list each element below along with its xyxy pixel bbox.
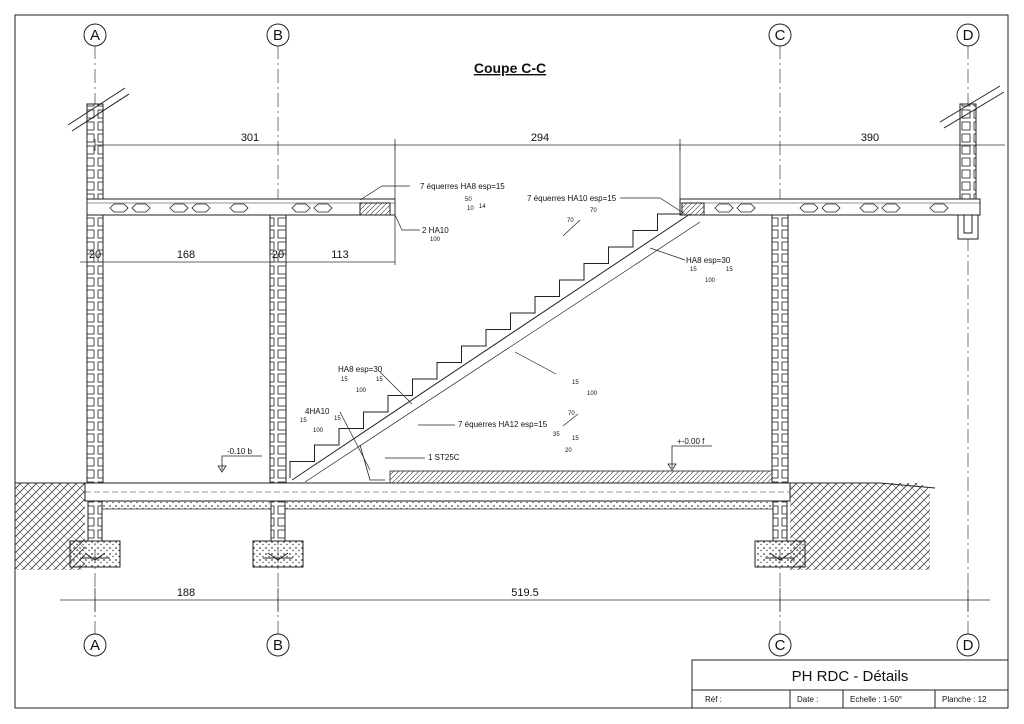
- ann-ha8-top-15a: 15: [690, 267, 697, 273]
- axis-label-top-c: C: [775, 27, 786, 44]
- ground-slab: [84, 470, 791, 510]
- ann-lower-15: 15: [572, 436, 579, 442]
- cartouche-sheet: Planche : 12: [942, 695, 987, 704]
- level-high: +-0.00 f: [677, 437, 705, 446]
- ann-2ha10: 2 HA10: [422, 226, 449, 235]
- ann-4ha10: 4HA10: [305, 407, 330, 416]
- sheet-border: [14, 14, 1009, 709]
- leader-lines: [339, 185, 686, 471]
- ann-4ha10-15a: 15: [300, 418, 307, 424]
- ann-2ha10-100: 100: [430, 237, 441, 243]
- axis-bubbles-bottom: A B C D: [83, 633, 980, 657]
- ann-equerres-ha10-70a: 70: [590, 208, 597, 214]
- cartouche-date: Date :: [797, 695, 818, 704]
- ann-equerres-ha10: 7 équerres HA10 esp=15: [527, 194, 617, 203]
- axis-label-bottom-a: A: [90, 637, 100, 654]
- title-block: [691, 659, 1009, 709]
- ann-ha8-bottom-15a: 15: [341, 377, 348, 383]
- roof-right: [939, 85, 1005, 129]
- floor-slab: [86, 198, 981, 216]
- ann-equerres-ha8-10: 10: [467, 206, 474, 212]
- rebar-annotations: 7 équerres HA8 esp=15 50 10 14 2 HA10 10…: [300, 182, 733, 462]
- dim-20-b: 20: [272, 249, 284, 261]
- ann-ha8-esp30-top: HA8 esp=30: [686, 256, 731, 265]
- ann-ha8-bottom-15b: 15: [376, 377, 383, 383]
- dim-188: 188: [177, 587, 195, 599]
- dim-20-a: 20: [89, 249, 101, 261]
- axis-bubbles-top: A B C D: [83, 23, 980, 47]
- footings: [69, 500, 806, 568]
- dim-168: 168: [177, 249, 195, 261]
- dim-301: 301: [241, 132, 259, 144]
- ann-ha8-top-15b: 15: [726, 267, 733, 273]
- cartouche-ref: Réf :: [705, 695, 722, 704]
- dim-390: 390: [861, 132, 879, 144]
- dimension-lines: [60, 139, 1005, 612]
- ann-mid-100: 100: [587, 391, 598, 397]
- ann-equerres-ha8-14: 14: [479, 204, 486, 210]
- axis-label-top-a: A: [90, 27, 100, 44]
- ann-lower-70: 70: [568, 411, 575, 417]
- axis-label-bottom-c: C: [775, 637, 786, 654]
- dimension-texts: 301 294 390 20 168 20 113 188 519.5: [89, 132, 879, 599]
- axis-label-bottom-d: D: [963, 637, 974, 654]
- ann-lower-35: 35: [553, 432, 560, 438]
- axis-label-top-d: D: [963, 27, 974, 44]
- ground-soil: [15, 482, 936, 570]
- axis-label-bottom-b: B: [273, 637, 283, 654]
- ann-ha8-top-100: 100: [705, 278, 716, 284]
- ann-equerres-ha12: 7 équerres HA12 esp=15: [458, 420, 548, 429]
- level-markers: -0.10 b +-0.00 f: [217, 437, 712, 473]
- roof-left: [67, 87, 130, 132]
- cartouche-scale: Echelle : 1-50°: [850, 695, 902, 704]
- ann-equerres-ha10-70b: 70: [567, 218, 574, 224]
- ann-mid-15: 15: [572, 380, 579, 386]
- ann-ha8-bottom-100: 100: [356, 388, 367, 394]
- ann-equerres-ha8-50: 50: [465, 197, 472, 203]
- ann-4ha10-15b: 15: [334, 416, 341, 422]
- level-low: -0.10 b: [227, 447, 252, 456]
- ann-4ha10-100: 100: [313, 428, 324, 434]
- ann-st25c: 1 ST25C: [428, 453, 460, 462]
- ann-lower-20: 20: [565, 448, 572, 454]
- dim-519-5: 519.5: [511, 587, 539, 599]
- dim-294: 294: [531, 132, 549, 144]
- cartouche-title: PH RDC - Détails: [792, 668, 909, 685]
- ann-equerres-ha8: 7 équerres HA8 esp=15: [420, 182, 505, 191]
- staircase: [289, 213, 701, 483]
- ann-ha8-esp30-bottom: HA8 esp=30: [338, 365, 383, 374]
- axis-label-top-b: B: [273, 27, 283, 44]
- dim-113: 113: [331, 249, 349, 261]
- drawing-title: Coupe C-C: [474, 60, 546, 76]
